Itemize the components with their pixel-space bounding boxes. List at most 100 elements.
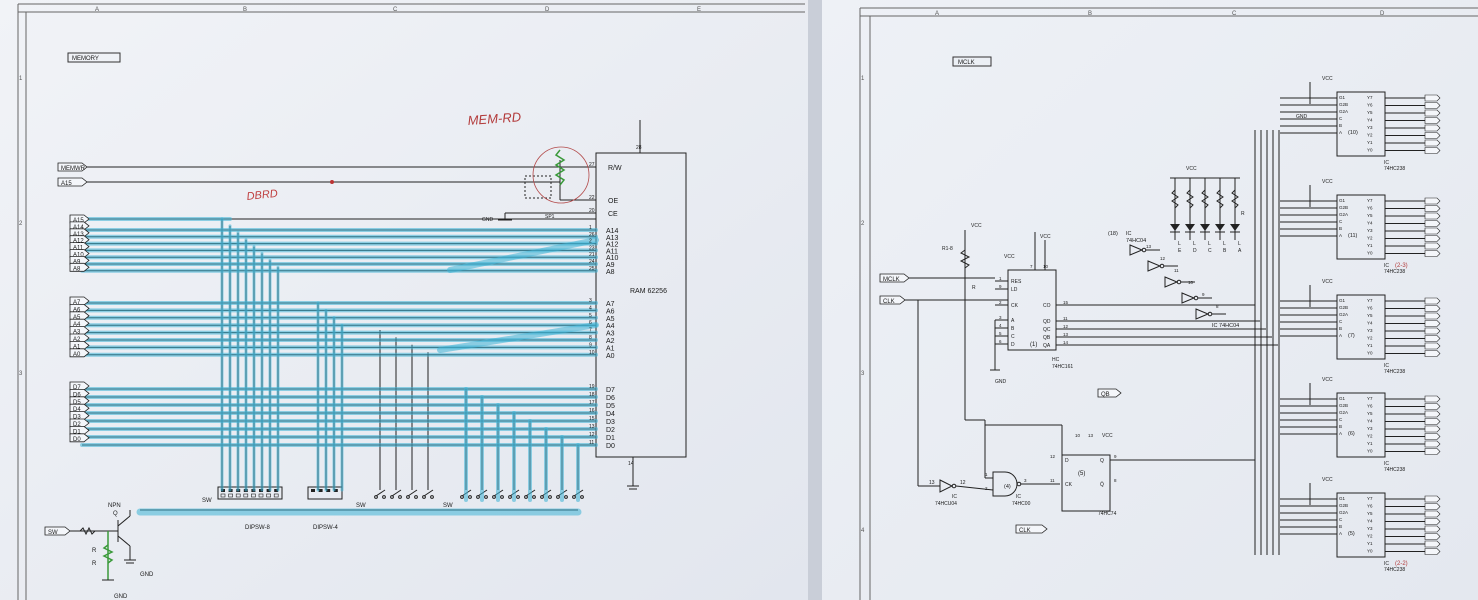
switch-contact — [580, 495, 584, 499]
base-resistor — [79, 526, 96, 536]
memwr-port-shape — [57, 162, 88, 172]
decoder-pin-label: G2A — [1339, 212, 1348, 217]
ram-vcc-pin: 28 — [636, 145, 642, 151]
counter-pin-label: A — [1011, 318, 1015, 324]
qb-port-shape — [1097, 388, 1122, 398]
decoder-pin-label: C — [1339, 219, 1343, 224]
decoder-pin-label: A — [1339, 531, 1342, 536]
decoder-pin-label: Y3 — [1367, 125, 1373, 130]
decoder-pin-label: Y5 — [1367, 411, 1373, 416]
ram-pin-label: A12 — [606, 242, 619, 249]
decoder-output-port — [1424, 327, 1441, 335]
decoder-pin-label: Y7 — [1367, 198, 1373, 203]
decoder-output-port — [1424, 235, 1441, 242]
data-port-label: D3 — [73, 415, 81, 421]
left-column-marker: A — [95, 7, 99, 13]
transistor-ref: Q — [113, 511, 118, 517]
gnd-label: GND — [140, 572, 154, 578]
decoder-pin-label: Y3 — [1367, 526, 1373, 531]
flipflop-pin-label: CK — [1065, 482, 1073, 488]
vcc-label: VCC — [1040, 234, 1051, 240]
inverter-gate — [1195, 308, 1210, 320]
decoder-output-port — [1424, 525, 1441, 533]
ram-pin-number: 24 — [589, 259, 595, 265]
switch-contact — [564, 495, 568, 499]
decoder-pin-label: Y6 — [1367, 504, 1373, 509]
ram-pin-label: D0 — [606, 443, 615, 450]
decoder-part: 74HC238 — [1384, 567, 1405, 573]
dipsw8-slot — [235, 493, 241, 498]
flipflop-pin-number: 13 — [1088, 433, 1094, 438]
decoder-pin-label: B — [1339, 123, 1342, 128]
vcc-label: VCC — [1322, 477, 1333, 483]
bus-highlight — [437, 322, 599, 353]
vcc-label: VCC — [1102, 433, 1113, 439]
decoder-output-port — [1424, 312, 1441, 320]
inverter-bubble — [1176, 279, 1182, 285]
clk-out-port-label: CLK — [1019, 528, 1031, 534]
decoder-chip — [1336, 492, 1386, 558]
addr-low-port-shape — [69, 326, 90, 336]
ram-pin-number: 5 — [589, 313, 592, 319]
dipsw8-slot — [228, 493, 233, 498]
counter-pin-number: 13 — [1063, 332, 1069, 337]
ram-pin-number: 26 — [589, 232, 595, 238]
decoder-pin-label: Y2 — [1367, 236, 1373, 241]
decoder-pin-label: Y5 — [1367, 213, 1373, 218]
decoder-pin-label: Y7 — [1367, 95, 1373, 100]
led-resistor-label: R — [1241, 211, 1245, 217]
ram-part-name: RAM 62256 — [630, 288, 667, 295]
inverter-part-2: IC 74HC04 — [1212, 323, 1239, 329]
ram-pin-label: A14 — [606, 228, 619, 235]
inverter-pin-number: 13 — [1146, 244, 1152, 249]
addr-low-port-shape — [69, 318, 90, 328]
sp1-label: SP1 — [545, 214, 555, 220]
counter-pin-label: C — [1011, 334, 1015, 340]
led-symbol — [1215, 224, 1225, 231]
left-title-box — [67, 52, 121, 63]
sw-port-shape — [44, 526, 71, 536]
pullup-resistor — [959, 249, 971, 269]
led-resistor — [1216, 189, 1224, 209]
addr-high-port-label: A15 — [73, 218, 84, 224]
decoder-output-port — [1424, 518, 1441, 525]
decoder-pin-label: G2A — [1339, 109, 1348, 114]
flipflop-chip — [1061, 454, 1111, 512]
test-point — [330, 180, 334, 184]
counter-pin-label: D — [1011, 342, 1015, 348]
right-row-marker: 1 — [861, 76, 865, 82]
gnd-label: GND — [995, 379, 1007, 385]
addr-low-port-label: A2 — [73, 337, 81, 343]
clk-port-shape — [879, 295, 906, 305]
addr-low-port-label: A3 — [73, 330, 81, 336]
ram-pin-label: D2 — [606, 427, 615, 434]
ram-pin-number: 8 — [589, 335, 592, 341]
flipflop-pin-number: 11 — [1050, 478, 1055, 483]
clk-out-port-shape — [1015, 524, 1048, 534]
inverter-bubble — [1207, 311, 1213, 317]
inverter-ic: IC — [1126, 231, 1132, 237]
decoder-pin-label: B — [1339, 226, 1342, 231]
a15-port-shape — [57, 177, 88, 187]
ram-pin-label: R/W — [608, 165, 622, 172]
ram-pin-number: 10 — [589, 350, 595, 356]
nand-part: 74HC00 — [1012, 501, 1031, 507]
addr-high-port-label: A9 — [73, 259, 81, 265]
addr-high-port-label: A13 — [73, 232, 84, 238]
decoder-output-port — [1424, 102, 1441, 109]
ram-pin-number: 15 — [589, 416, 595, 422]
decoder-pin-label: A — [1339, 333, 1342, 338]
counter-pin-number: 10 — [1043, 264, 1049, 269]
counter-pin-label: CK — [1011, 303, 1019, 309]
ram-pin-number: 13 — [589, 424, 595, 430]
decoder-pin-label: G2B — [1339, 503, 1348, 508]
led-label: A — [1238, 248, 1242, 254]
led-resistor — [1186, 189, 1194, 209]
decoder-chip — [1336, 194, 1386, 260]
addr-low-port-label: A7 — [73, 300, 81, 306]
switch-contact — [398, 495, 402, 499]
sw-port-label: SW — [48, 530, 58, 536]
counter-chip — [1007, 269, 1057, 351]
nand-bubble — [1016, 481, 1022, 487]
